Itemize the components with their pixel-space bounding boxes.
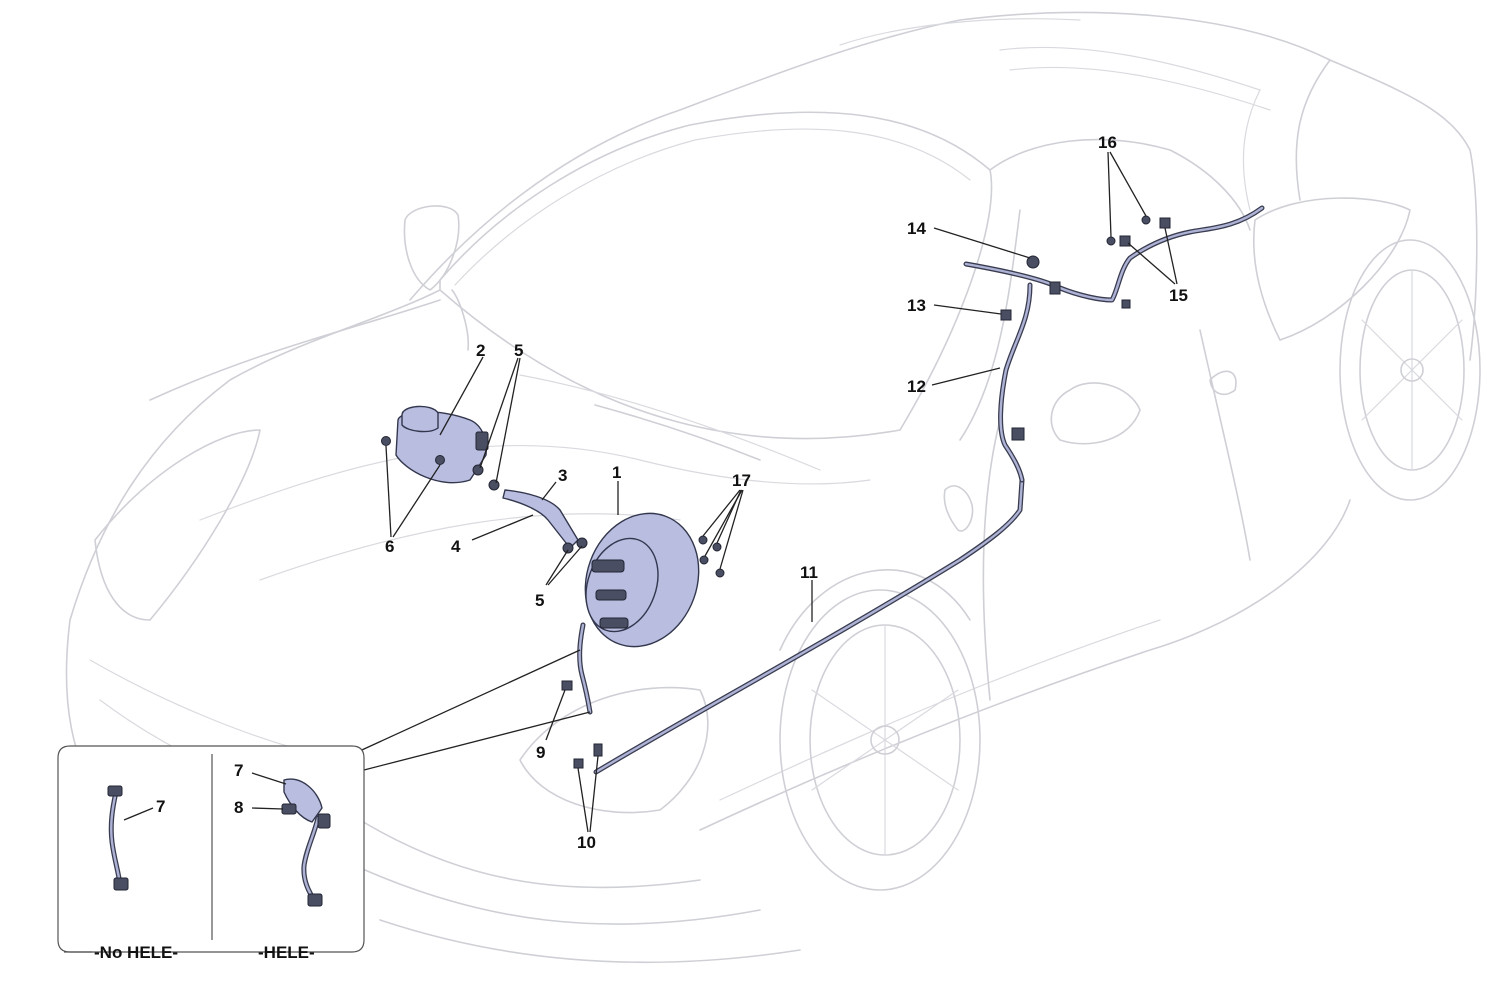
- nut-17b: [712, 542, 722, 552]
- clip-9: [561, 680, 573, 691]
- part-long-pipe: [593, 477, 1025, 775]
- inset-callout-7-left: 7: [156, 797, 165, 816]
- fitting-14: [1026, 255, 1040, 269]
- callout-3: 3: [558, 466, 567, 485]
- callout-15: 15: [1169, 286, 1188, 305]
- screw-16b: [1141, 215, 1151, 225]
- fitting-12: [1011, 427, 1025, 441]
- callout-2: 2: [476, 341, 485, 360]
- washer-5b: [488, 479, 500, 491]
- part-cross-pipe: [963, 205, 1265, 303]
- callout-11: 11: [800, 563, 818, 582]
- screw-16a: [1106, 236, 1116, 246]
- inset-hose-hele: [281, 778, 331, 907]
- washer-5d: [576, 537, 588, 549]
- connector-14: [1049, 281, 1061, 295]
- callout-6: 6: [385, 537, 394, 556]
- callout-12: 12: [907, 377, 926, 396]
- nut-17d: [715, 568, 725, 578]
- callout-10: 10: [577, 833, 596, 852]
- leader-lines: [339, 151, 1178, 833]
- clip-15c: [1121, 299, 1131, 309]
- callout-9: 9: [536, 743, 545, 762]
- inset-callout-7-right: 7: [234, 761, 243, 780]
- clip-10a: [573, 758, 584, 769]
- nut-17a: [698, 535, 708, 545]
- inset-caption-hele: -HELE-: [258, 943, 315, 962]
- callout-labels: 1 2 3 4 5 5 6 9 10 11 12 13 14 15 16 17: [385, 133, 1188, 852]
- car-outline: [65, 11, 1481, 964]
- clip-13: [1000, 309, 1012, 321]
- washer-5c: [562, 542, 574, 554]
- nut-6a: [381, 436, 391, 446]
- inset-hose-no-hele: [107, 785, 129, 891]
- clip-15a: [1119, 235, 1131, 247]
- callout-5-bottom: 5: [535, 591, 544, 610]
- callout-4: 4: [451, 537, 461, 556]
- part-hose: [502, 489, 579, 549]
- inset-callout-8: 8: [234, 798, 243, 817]
- part-sensor-hose: [577, 622, 593, 715]
- inset-caption-no-hele: -No HELE-: [94, 943, 178, 962]
- part-reservoir: [395, 405, 489, 484]
- part-brake-booster: [584, 512, 700, 648]
- callout-14: 14: [907, 219, 926, 238]
- callout-5-top: 5: [514, 341, 523, 360]
- variant-inset: 7 7 8 -No HELE- -HELE-: [57, 745, 365, 962]
- clip-15b: [1159, 217, 1171, 229]
- callout-13: 13: [907, 296, 926, 315]
- nut-6b: [435, 455, 445, 465]
- clip-10b: [593, 743, 603, 757]
- part-vertical-pipe: [998, 282, 1033, 483]
- callout-17: 17: [732, 471, 751, 490]
- callout-16: 16: [1098, 133, 1117, 152]
- nut-17c: [699, 555, 709, 565]
- washer-5a: [472, 464, 484, 476]
- callout-1: 1: [612, 463, 621, 482]
